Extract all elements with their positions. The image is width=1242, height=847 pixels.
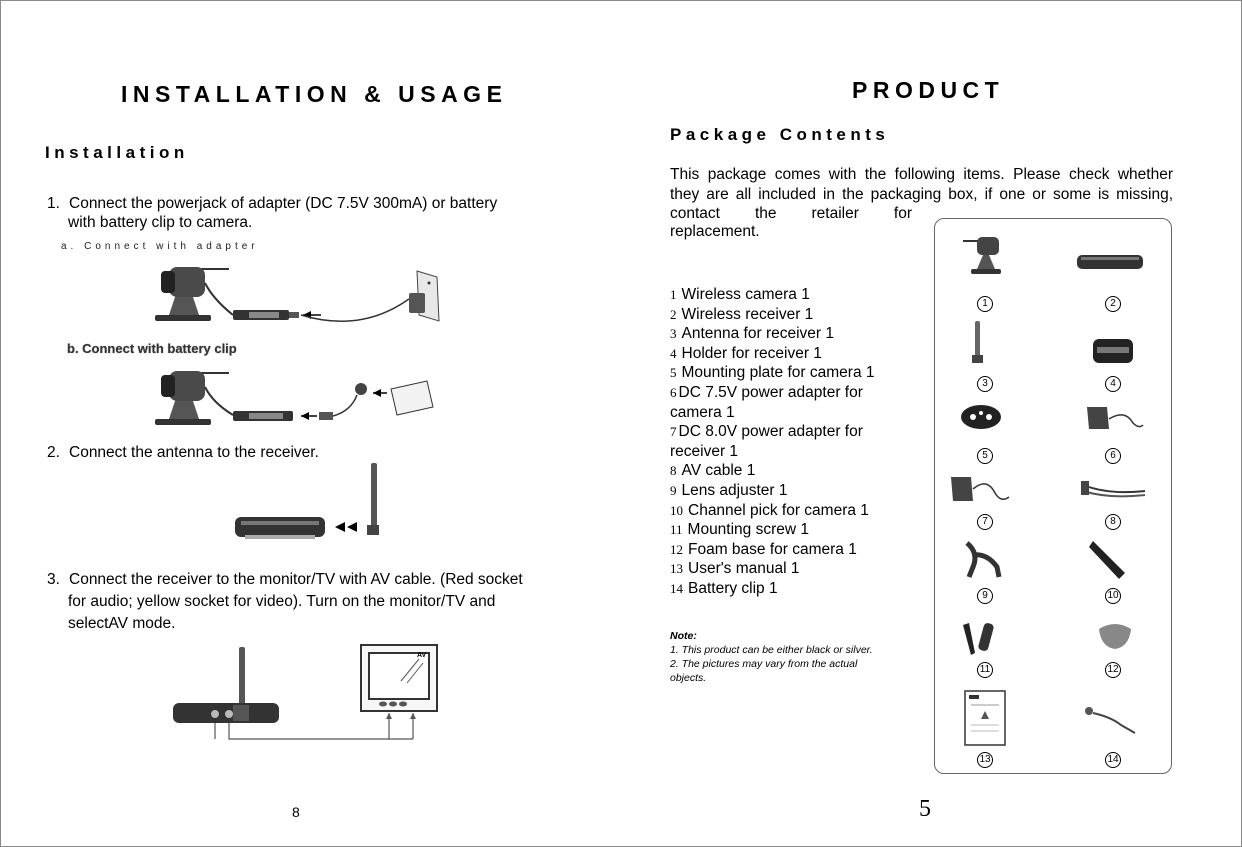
camera-battery-illustration	[155, 371, 434, 425]
channel-pick-icon	[1089, 541, 1125, 579]
step-2: 2. Connect the antenna to the receiver.	[47, 443, 319, 462]
intro-word-2: the	[754, 205, 777, 222]
intro-word-1: contact	[670, 205, 720, 222]
tv-av-label: AV	[417, 652, 427, 659]
users-manual-icon	[964, 690, 1006, 746]
note-label: Note:	[670, 630, 697, 642]
antenna-icon	[972, 321, 983, 363]
intro-line2: they are all included in the packaging b…	[670, 185, 1173, 203]
panel-label-6: 6	[1083, 445, 1143, 464]
step-2-number: 2.	[47, 444, 60, 461]
panel-label-10: 10	[1083, 585, 1143, 604]
step-1: 1. Connect the powerjack of adapter (DC 7…	[47, 194, 567, 232]
power-adapter-camera-icon	[1087, 407, 1144, 429]
panel-label-11: 11	[955, 659, 1015, 678]
left-page-number: 8	[292, 804, 300, 820]
product-heading: PRODUCT	[852, 77, 1005, 103]
receiver-tv-illustration: AV	[173, 644, 438, 740]
foam-base-icon	[1099, 624, 1131, 649]
product-note: Note: 1. This product can be either blac…	[670, 629, 930, 685]
mounting-screw-icon	[963, 623, 994, 655]
step-3: 3. Connect the receiver to the monitor/TV…	[47, 569, 587, 635]
step-1-line1: Connect the powerjack of adapter (DC 7.5…	[69, 195, 498, 212]
wireless-receiver-icon	[1077, 255, 1143, 269]
intro-line3: contact the retailer for	[670, 204, 912, 224]
package-intro: This package comes with the following it…	[670, 165, 1173, 204]
step-3-line1: Connect the receiver to the monitor/TV w…	[69, 571, 523, 588]
note-line2: 2. The pictures may vary from the actual	[670, 658, 858, 670]
connect-with-battery-clip-label: b. Connect with battery clip	[67, 341, 237, 356]
step-1-number: 1.	[47, 195, 60, 212]
panel-label-7: 7	[955, 511, 1015, 530]
installation-subheading: Installation	[45, 143, 189, 162]
panel-label-4: 4	[1083, 373, 1143, 392]
step-2-line1: Connect the antenna to the receiver.	[69, 444, 319, 461]
receiver-antenna-illustration	[235, 463, 379, 539]
panel-label-3: 3	[955, 373, 1015, 392]
panel-label-12: 12	[1083, 659, 1143, 678]
panel-label-5: 5	[955, 445, 1015, 464]
receiver-holder-icon	[1093, 339, 1133, 363]
mounting-plate-icon	[961, 405, 1001, 429]
intro-line4: replacement.	[670, 223, 760, 240]
panel-label-2: 2	[1083, 293, 1143, 312]
panel-label-13: 13	[955, 749, 1015, 768]
panel-label-14: 14	[1083, 749, 1143, 768]
right-page-number: 5	[919, 796, 931, 822]
intro-line1: This package comes with the following it…	[670, 166, 1173, 183]
package-contents-panel: 1 2 3 4 5 6	[934, 218, 1172, 774]
intro-word-4: for	[893, 205, 912, 222]
intro-word-3: retailer	[811, 205, 859, 222]
wireless-camera-icon	[963, 237, 1001, 274]
panel-label-8: 8	[1083, 511, 1143, 530]
power-adapter-receiver-icon	[951, 477, 1010, 501]
installation-usage-heading: INSTALLATION & USAGE	[121, 81, 508, 107]
panel-label-1: 1	[955, 293, 1015, 312]
note-line3: objects.	[670, 672, 707, 684]
av-cable-icon	[1081, 481, 1146, 498]
panel-label-9: 9	[955, 585, 1015, 604]
step-1-line2: with battery clip to camera.	[68, 214, 253, 231]
step-3-line3: selectAV mode.	[68, 615, 176, 632]
connect-with-adapter-label: a. Connect with adapter	[61, 241, 259, 252]
lens-adjuster-icon	[965, 541, 1002, 578]
note-line1: 1. This product can be either black or s…	[670, 644, 873, 656]
camera-adapter-illustration	[155, 267, 440, 322]
step-3-number: 3.	[47, 571, 60, 588]
battery-clip-icon	[1085, 707, 1136, 734]
package-contents-subheading: Package Contents	[670, 125, 890, 144]
step-3-line2: for audio; yellow socket for video). Tur…	[68, 593, 496, 610]
